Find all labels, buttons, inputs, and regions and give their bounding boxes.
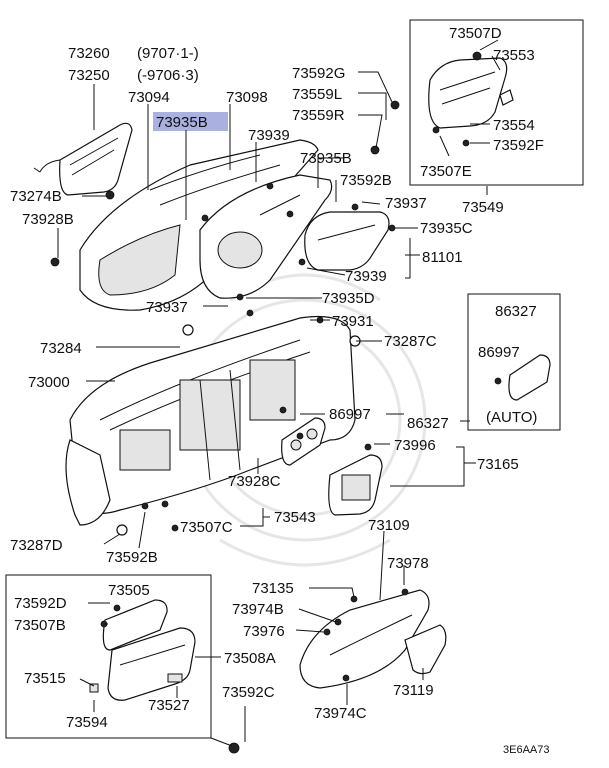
diagram-code: 3E6AA73: [503, 744, 549, 756]
label-73507C: 73507C: [180, 519, 233, 536]
label-73274B: 73274B: [10, 188, 62, 205]
label-73974B: 73974B: [232, 601, 284, 618]
label-73974C: 73974C: [314, 705, 367, 722]
label-73996: 73996: [394, 437, 436, 454]
box-auto-option: [467, 293, 561, 431]
label-73250: 73250: [68, 67, 110, 84]
label-73559L: 73559L: [292, 86, 342, 103]
label-73931: 73931: [332, 313, 374, 330]
label-73284: 73284: [40, 340, 82, 357]
label-73592F: 73592F: [493, 137, 544, 154]
part-73109-lower-panel: [299, 589, 430, 689]
part-73000-dashboard: [65, 315, 356, 526]
label-73135: 73135: [252, 580, 294, 597]
label-73935B-highlighted: 73935B: [156, 114, 208, 131]
label-73543: 73543: [274, 509, 316, 526]
label-73928B: 73928B: [22, 211, 74, 228]
label-auto: (AUTO): [486, 409, 537, 426]
part-73094-garnish: [79, 139, 319, 311]
label-73592G: 73592G: [292, 65, 345, 82]
label-73939-top: 73939: [248, 127, 290, 144]
label-73935C: 73935C: [420, 220, 473, 237]
label-73554: 73554: [493, 117, 535, 134]
label-73287D: 73287D: [10, 537, 63, 554]
highlight-73935B: [153, 112, 228, 131]
label-73098: 73098: [226, 89, 268, 106]
part-81101-panel: [304, 211, 390, 271]
label-73507B: 73507B: [14, 617, 66, 634]
label-73928C: 73928C: [228, 473, 281, 490]
part-86327-auto-control: [494, 354, 551, 401]
label-73165: 73165: [477, 456, 519, 473]
part-86327-control: [281, 417, 326, 466]
label-73594: 73594: [66, 714, 108, 731]
label-73592B-mid: 73592B: [340, 172, 392, 189]
label-73978: 73978: [387, 555, 429, 572]
label-73937-left: 73937: [146, 299, 188, 316]
label-86327-auto: 86327: [495, 303, 537, 320]
part-73549-kit: [428, 51, 514, 147]
label-73508A: 73508A: [224, 650, 276, 667]
label-73094: 73094: [128, 89, 170, 106]
label-73935D: 73935D: [322, 290, 375, 307]
label-73527: 73527: [148, 697, 190, 714]
label-73260-range: (9707·1-): [137, 45, 199, 62]
label-81101: 81101: [422, 249, 463, 266]
label-73935B-mid: 73935B: [300, 150, 352, 167]
label-73592D: 73592D: [14, 595, 67, 612]
label-73250-range: (-9706·3): [137, 67, 199, 84]
label-73553: 73553: [493, 47, 535, 64]
label-73000: 73000: [28, 374, 70, 391]
label-73260: 73260: [68, 45, 110, 62]
label-73119: 73119: [393, 682, 434, 699]
label-73976: 73976: [243, 623, 285, 640]
label-86997: 86997: [329, 406, 371, 423]
label-73505: 73505: [108, 582, 150, 599]
label-73592C: 73592C: [222, 684, 275, 701]
part-73260-panel: [33, 122, 133, 196]
label-73559R: 73559R: [292, 107, 345, 124]
label-73507D: 73507D: [449, 25, 502, 42]
label-86997-auto: 86997: [478, 344, 520, 361]
label-73507E: 73507E: [420, 163, 472, 180]
leader-lines: [57, 39, 501, 747]
part-73508A-glove-box: [89, 599, 196, 701]
labels: 73260 (9707·1-) 73250 (-9706·3) 73094 73…: [10, 25, 549, 756]
box-73549-kit: [409, 19, 584, 186]
label-73592B-low: 73592B: [106, 549, 158, 566]
label-73937-right: 73937: [385, 195, 427, 212]
label-73287C: 73287C: [384, 333, 437, 350]
part-73119-cover: [404, 624, 447, 675]
label-73109: 73109: [368, 517, 410, 534]
label-73549: 73549: [462, 199, 504, 216]
part-73098-cluster-hood: [199, 174, 333, 299]
part-73165-bezel: [328, 454, 383, 516]
label-86327: 86327: [407, 415, 449, 432]
label-73515: 73515: [24, 670, 66, 687]
label-73939-mid: 73939: [345, 268, 387, 285]
